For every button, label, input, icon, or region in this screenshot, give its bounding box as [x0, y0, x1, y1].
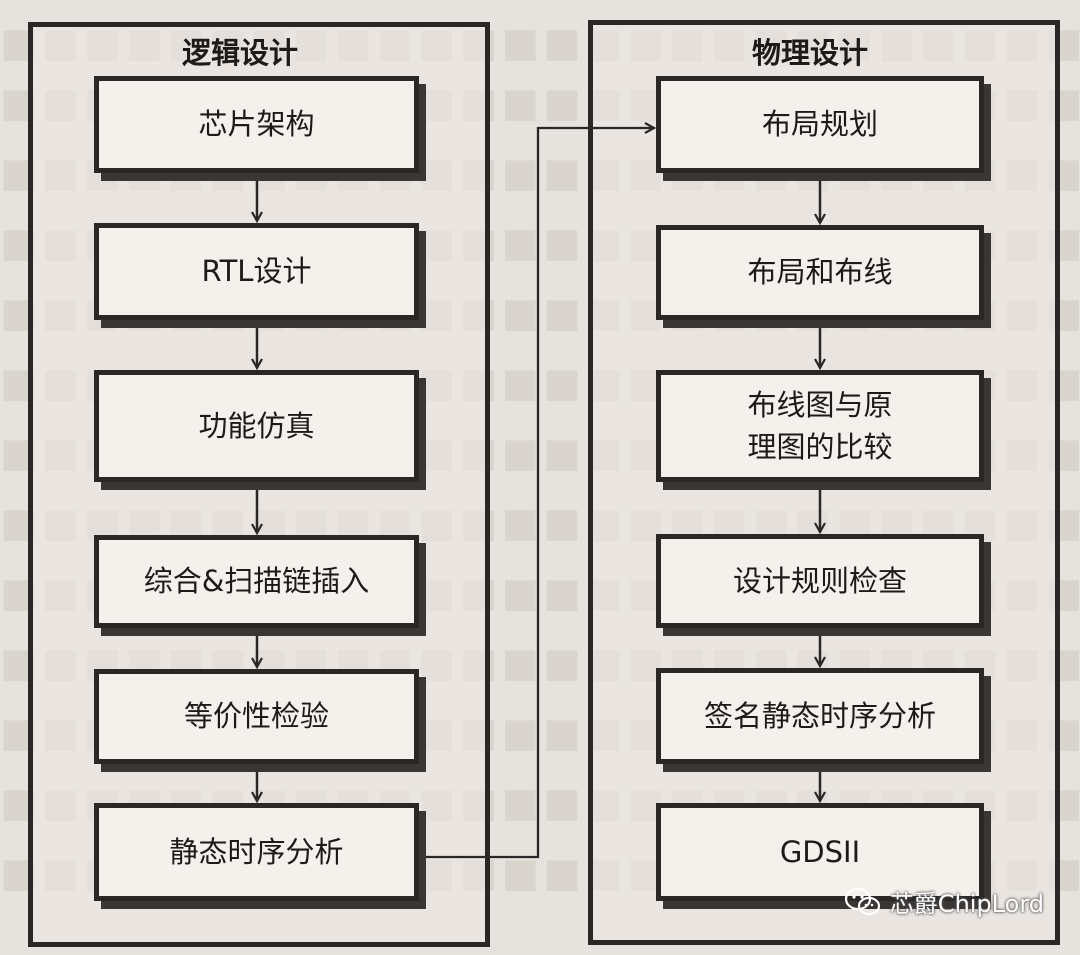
cross-flow-arrow [423, 128, 654, 859]
step-label: 签名静态时序分析 [703, 698, 936, 733]
step-label: 静态时序分析 [169, 834, 344, 869]
step-layout-vs-schematic: 布线图与原 理图的比较 [656, 370, 984, 482]
step-label-line2: 理图的比较 [747, 430, 893, 464]
step-place-and-route: 布局和布线 [656, 225, 984, 320]
step-synthesis-scan-insertion: 综合&扫描链插入 [94, 535, 419, 628]
watermark: 芯爵ChipLord [844, 884, 1044, 919]
step-functional-simulation: 功能仿真 [94, 370, 419, 482]
step-label: GDSII [779, 834, 861, 869]
step-label: 布局规划 [761, 107, 878, 142]
step-gdsii: GDSII [656, 803, 984, 901]
watermark-text: 芯爵ChipLord [889, 890, 1044, 918]
step-label: RTL设计 [201, 254, 312, 289]
wechat-icon [844, 887, 880, 915]
logic-design-title: 逻辑设计 [182, 36, 299, 70]
step-label: 芯片架构 [198, 107, 315, 142]
step-rtl-design: RTL设计 [94, 223, 419, 320]
step-floorplan: 布局规划 [656, 76, 984, 173]
step-equivalence-check: 等价性检验 [94, 669, 419, 764]
step-label: 等价性检验 [183, 699, 329, 734]
step-design-rule-check: 设计规则检查 [656, 534, 984, 628]
step-label: 布局和布线 [747, 255, 893, 290]
step-signoff-sta: 签名静态时序分析 [656, 668, 984, 764]
step-label: 功能仿真 [198, 408, 315, 443]
step-label-line1: 布线图与原 [747, 387, 893, 422]
step-static-timing-analysis: 静态时序分析 [94, 803, 419, 901]
physical-design-title: 物理设计 [752, 36, 869, 70]
step-label: 综合&扫描链插入 [143, 564, 370, 599]
physical-design-panel [588, 20, 1060, 945]
step-label: 设计规则检查 [732, 563, 907, 598]
step-chip-architecture: 芯片架构 [94, 76, 419, 173]
